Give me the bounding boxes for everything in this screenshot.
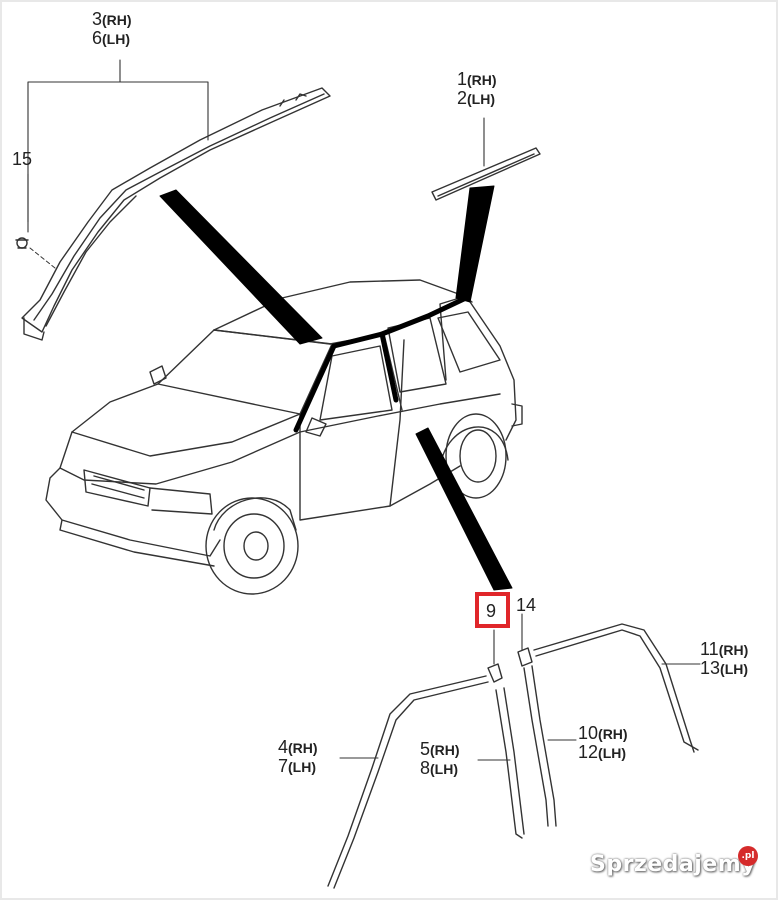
label-7-side: (LH) — [288, 759, 317, 775]
label-11-side: (RH) — [718, 642, 749, 658]
label-10-number: 10 — [578, 723, 599, 743]
clip-15 — [15, 237, 29, 249]
leader-3-6 — [27, 59, 209, 223]
label-7-number: 7 — [278, 756, 289, 776]
label-13-number: 13 — [700, 658, 721, 678]
label-8-side: (LH) — [430, 761, 459, 777]
label-1-number: 1 — [457, 69, 468, 89]
label-10-side: (RH) — [598, 726, 628, 742]
callout-leaders — [159, 185, 513, 591]
leader-15-dash — [29, 247, 56, 269]
label-3-side: (RH) — [102, 12, 132, 28]
label-1-side: (RH) — [467, 72, 497, 88]
label-8-number: 8 — [420, 758, 431, 778]
label-3-number: 3 — [92, 9, 103, 29]
label-2-side: (LH) — [467, 91, 496, 107]
label-part-3-6: 3(RH) 6(LH) — [92, 10, 132, 48]
label-2-number: 2 — [457, 88, 468, 108]
watermark-text: Sprzedajemy — [590, 852, 756, 877]
label-part-15: 15 — [12, 149, 33, 169]
label-part-4-7: 4(RH) 7(LH) — [278, 738, 318, 776]
label-part-10-12: 10(RH) 12(LH) — [578, 724, 628, 762]
highlight-box-part-9 — [475, 592, 510, 628]
label-part-5-8: 5(RH) 8(LH) — [420, 740, 460, 778]
label-5-side: (RH) — [430, 742, 460, 758]
label-part-11-13: 11(RH) 13(LH) — [700, 640, 748, 678]
label-13-side: (LH) — [720, 661, 749, 677]
label-6-number: 6 — [92, 28, 103, 48]
label-11-number: 11 — [700, 639, 719, 659]
label-12-number: 12 — [578, 742, 599, 762]
label-part-14: 14 — [516, 595, 537, 615]
label-part-9: 9 — [486, 601, 497, 621]
label-5-number: 5 — [420, 739, 431, 759]
label-4-number: 4 — [278, 737, 289, 757]
label-6-side: (LH) — [102, 31, 131, 47]
label-4-side: (RH) — [288, 740, 318, 756]
roof-molding — [431, 147, 541, 201]
label-12-side: (LH) — [598, 745, 627, 761]
label-part-1-2: 1(RH) 2(LH) — [457, 70, 497, 108]
watermark-badge: .pl — [738, 846, 758, 866]
door-moldings — [327, 623, 699, 889]
highlighted-door-outline — [293, 295, 469, 433]
a-pillar-molding — [21, 87, 331, 341]
